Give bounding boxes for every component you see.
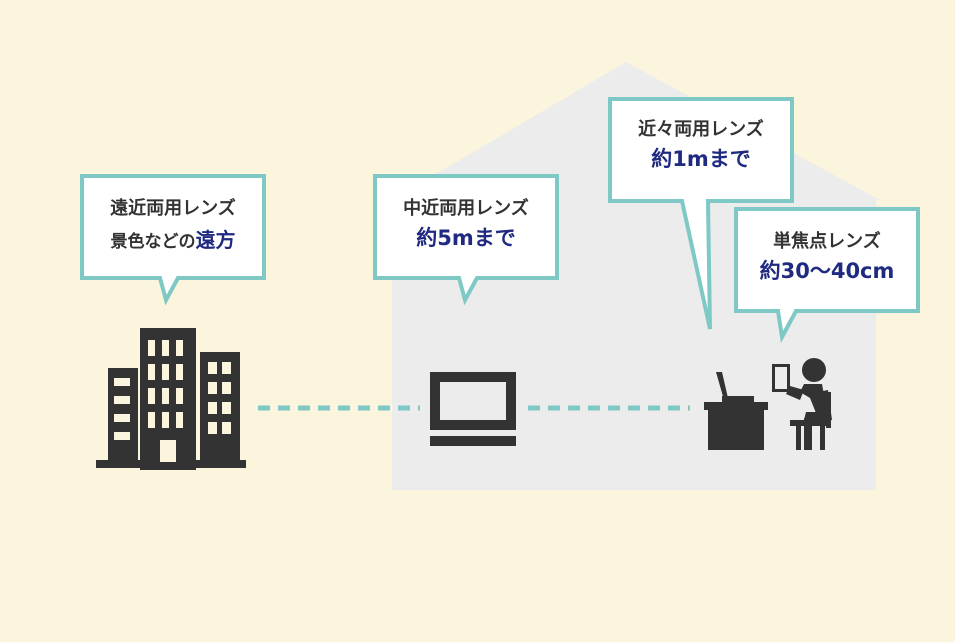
bubble-near-shape [608, 97, 794, 330]
bubble-mid-lens: 中近両用レンズ 約5mまで [373, 174, 559, 306]
far-lens-desc-highlight: 遠方 [195, 227, 236, 252]
near-lens-title: 近々両用レンズ [638, 119, 764, 140]
office-building-icon [96, 328, 246, 470]
bubble-far-lens: 遠近両用レンズ 景色などの遠方 [80, 174, 266, 306]
single-lens-distance: 約30〜40cm [759, 258, 895, 283]
bubble-far-shape [80, 174, 266, 306]
mid-lens-distance: 約5mまで [416, 225, 516, 250]
single-lens-title: 単焦点レンズ [773, 231, 881, 252]
monitor-icon [430, 372, 516, 446]
bubble-near-lens: 近々両用レンズ 約1mまで [608, 97, 794, 333]
bubble-mid-shape [373, 174, 559, 306]
bubble-single-shape [734, 207, 920, 344]
far-lens-title: 遠近両用レンズ [110, 198, 236, 219]
mid-lens-title: 中近両用レンズ [403, 198, 529, 219]
bubble-single-lens: 単焦点レンズ 約30〜40cm [734, 207, 920, 344]
far-lens-desc-prefix: 景色などの [110, 231, 196, 252]
near-lens-distance: 約1mまで [651, 146, 751, 171]
person-reading-icon [772, 358, 832, 450]
desk-with-laptop-icon [704, 372, 768, 450]
